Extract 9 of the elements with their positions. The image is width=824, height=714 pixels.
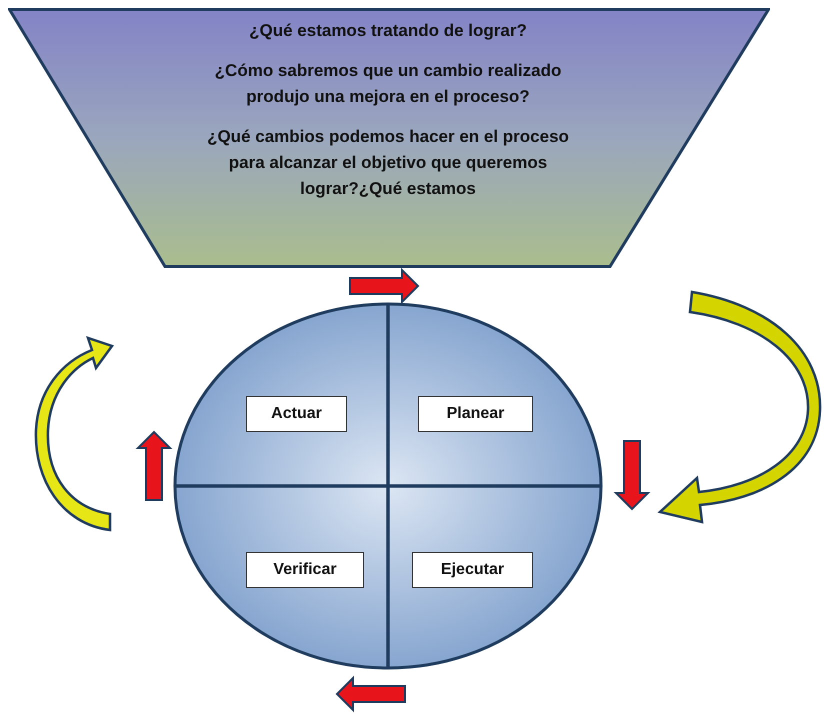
phase-label-box: Actuar xyxy=(246,396,347,432)
question-text: ¿Qué cambios podemos hacer en el proceso para alcanzar el objetivo que queremos lograr?¿Qué estamos xyxy=(206,126,570,200)
phase-label-box: Verificar xyxy=(246,552,364,588)
cycle-circle xyxy=(173,302,603,670)
question-text: ¿Qué estamos tratando de lograr? xyxy=(249,20,527,42)
phase-label-box: Ejecutar xyxy=(412,552,533,588)
funnel-trapezoid xyxy=(8,8,770,268)
phase-label-box: Planear xyxy=(418,396,533,432)
question-text: ¿Cómo sabremos que un cambio realizado produjo una mejora en el proceso? xyxy=(214,60,562,108)
